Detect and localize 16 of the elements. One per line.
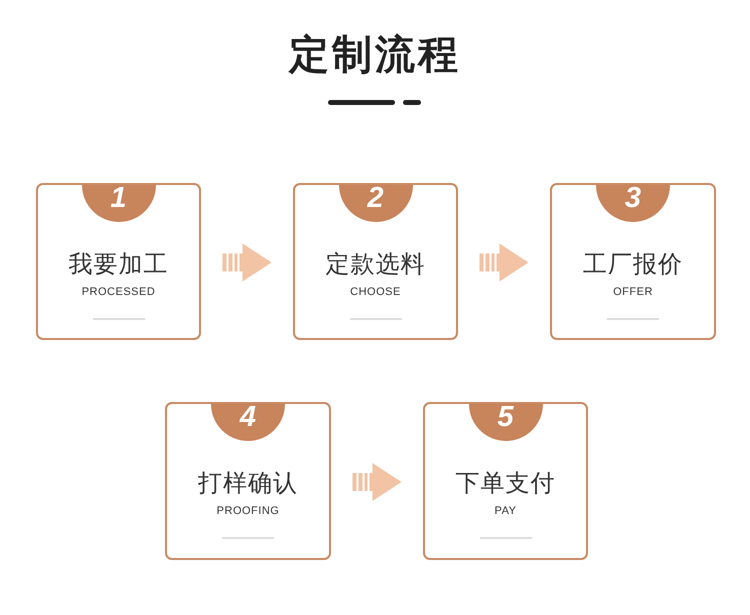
- step-subtitle: PAY: [494, 505, 516, 518]
- step-title: 工厂报价: [583, 250, 683, 278]
- title: 定制流程: [289, 31, 461, 79]
- step-title: 定款选料: [326, 250, 426, 278]
- step-title: 打样确认: [198, 469, 298, 497]
- step-title: 我要加工: [68, 250, 168, 278]
- step-card: [165, 402, 331, 560]
- step-subtitle: PROOFING: [216, 505, 280, 518]
- step-subtitle: PROCESSED: [82, 286, 156, 299]
- step-card: [36, 183, 201, 340]
- step-card: [293, 183, 458, 340]
- step-card: [550, 183, 716, 340]
- step-subtitle: CHOOSE: [350, 286, 401, 299]
- step-subtitle: OFFER: [613, 286, 653, 299]
- step-title: 下单支付: [456, 469, 556, 497]
- step-card: [423, 402, 588, 560]
